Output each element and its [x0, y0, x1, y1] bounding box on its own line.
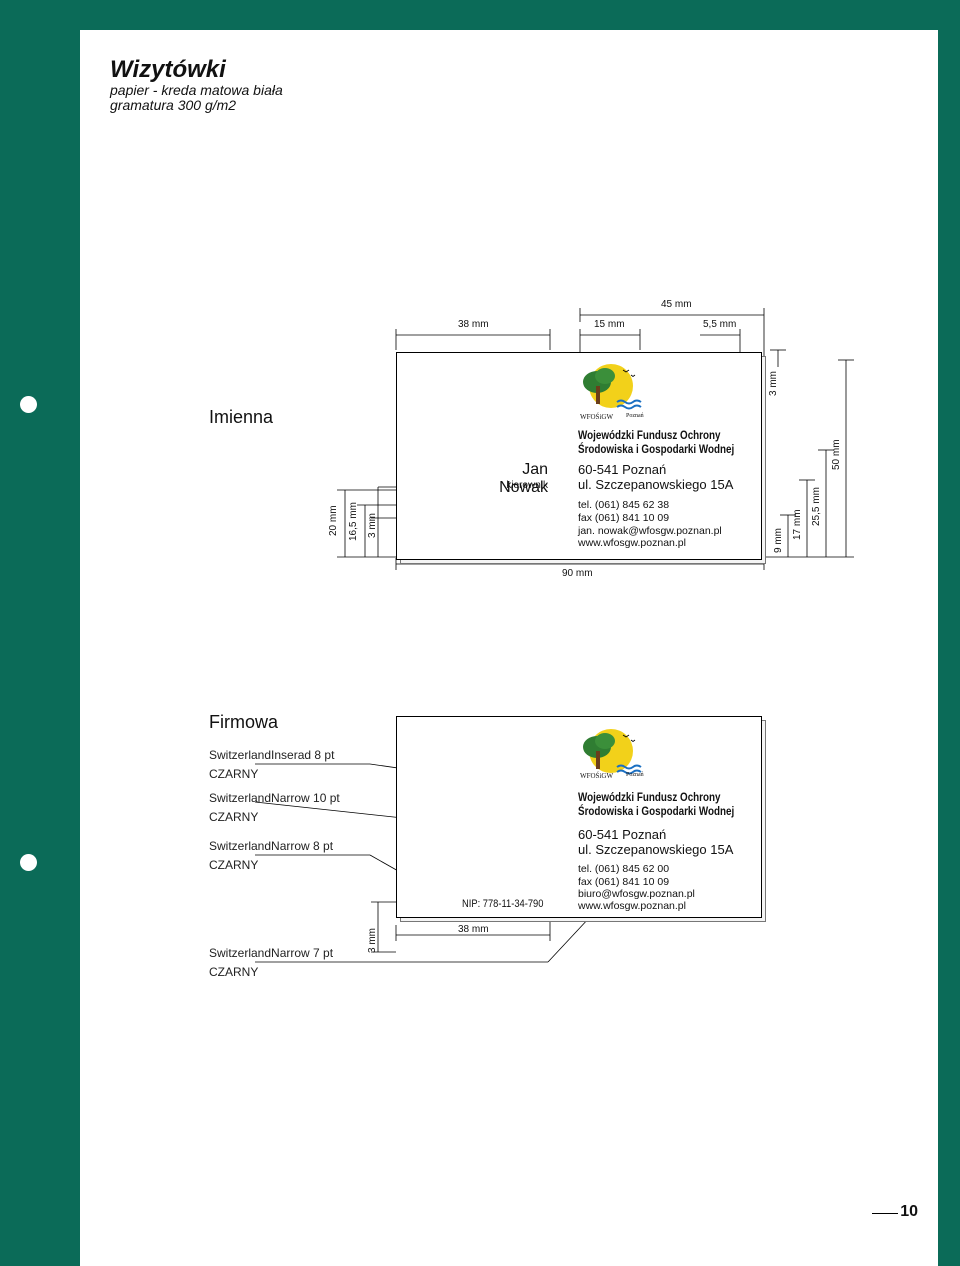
spec-color: CZARNY [209, 810, 259, 824]
page: Wizytówki papier - kreda matowa biała gr… [80, 30, 938, 1266]
spec-4: SwitzerlandNarrow 7 pt CZARNY [209, 944, 333, 982]
binder-hole-top [20, 396, 37, 413]
email-link: biuro@wfosgw.poznan.pl [578, 888, 695, 900]
org-name-line2: Środowiska i Gospodarki Wodnej [578, 804, 735, 818]
logo-city: Poznań [626, 772, 644, 778]
spec-2: SwitzerlandNarrow 10 pt CZARNY [209, 789, 340, 827]
firmowa-leader-lines [254, 763, 591, 963]
logo-text: WFOŚiGW [580, 772, 614, 780]
fax: fax (061) 841 10 09 [578, 512, 670, 524]
address-street: ul. Szczepanowskiego 15A [578, 842, 734, 857]
fax: fax (061) 841 10 09 [578, 876, 670, 888]
subtitle-paper: papier - kreda matowa biała [110, 82, 283, 98]
spec-color: CZARNY [209, 767, 259, 781]
binder-hole-bottom [20, 854, 37, 871]
page-number-text: 10 [900, 1203, 918, 1220]
section-imienna-label: Imienna [209, 407, 274, 427]
wfosgw-logo-icon [577, 362, 645, 418]
spec-font: SwitzerlandNarrow 7 pt [209, 946, 334, 960]
dim-38mm: 38 mm [458, 924, 489, 935]
logo-text: WFOŚiGW [580, 413, 614, 421]
logo-city: Poznań [626, 413, 644, 419]
spec-font: SwitzerlandInserad 8 pt [209, 748, 335, 762]
wfosgw-logo-icon [577, 727, 645, 783]
dim-38mm: 38 mm [458, 319, 489, 330]
dim-5-5mm: 5,5 mm [703, 319, 737, 330]
business-card-firmowa [396, 716, 762, 918]
spec-font: SwitzerlandNarrow 10 pt [209, 791, 340, 805]
address-street: ul. Szczepanowskiego 15A [578, 477, 734, 492]
page-subtitle: papier - kreda matowa biała gramatura 30… [110, 83, 283, 113]
dim-3mm-left: 3 mm [367, 928, 378, 953]
org-name-line2: Środowiska i Gospodarki Wodnej [578, 442, 735, 456]
spec-color: CZARNY [209, 858, 259, 872]
dim-45mm: 45 mm [661, 299, 692, 310]
page-number: 10 [872, 1203, 918, 1221]
page-title: Wizytówki [110, 56, 226, 83]
subtitle-weight: gramatura 300 g/m2 [110, 97, 237, 113]
business-card-imienna [396, 352, 762, 560]
dim-90mm: 90 mm [562, 568, 593, 579]
dim-15mm: 15 mm [594, 319, 625, 330]
spec-1: SwitzerlandInserad 8 pt CZARNY [209, 746, 334, 784]
address-city: 60-541 Poznań [578, 462, 667, 477]
org-name-line1: Wojewódzki Fundusz Ochrony [578, 790, 721, 804]
spec-3: SwitzerlandNarrow 8 pt CZARNY [209, 837, 333, 875]
org-name-line1: Wojewódzki Fundusz Ochrony [578, 428, 721, 442]
person-position: kierownik [506, 480, 548, 491]
nip-number: NIP: 778-11-34-790 [462, 898, 544, 910]
address-city: 60-541 Poznań [578, 827, 667, 842]
website-link: www.wfosgw.poznan.pl [578, 537, 686, 549]
phone: tel. (061) 845 62 00 [578, 863, 670, 875]
spec-font: SwitzerlandNarrow 8 pt [209, 839, 334, 853]
email-link: jan. nowak@wfosgw.poznan.pl [578, 525, 722, 537]
section-firmowa-label: Firmowa [209, 712, 279, 732]
website-link: www.wfosgw.poznan.pl [578, 900, 686, 912]
person-name: Jan Nowak [499, 461, 548, 496]
spec-color: CZARNY [209, 965, 259, 979]
phone: tel. (061) 845 62 38 [578, 499, 670, 511]
